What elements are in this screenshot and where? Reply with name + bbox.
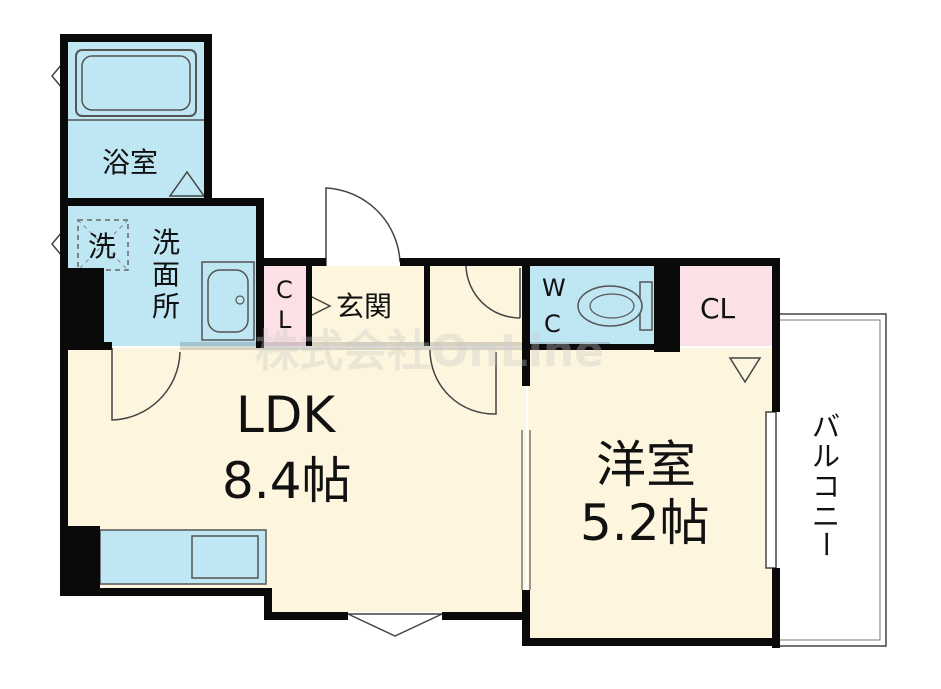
ldk-size: 8.4帖 xyxy=(222,452,352,510)
kitchen-sink xyxy=(191,535,259,579)
entrance-label: 玄関 xyxy=(336,290,392,323)
closet-door xyxy=(728,357,762,384)
wc-label-2: C xyxy=(544,310,561,338)
entrance-door xyxy=(325,187,401,266)
balcony-label-3: コ xyxy=(812,470,840,503)
window-ldk-bottom xyxy=(347,613,443,637)
balcony-outline xyxy=(780,313,887,647)
ldk-floor-lower xyxy=(266,588,526,612)
walls xyxy=(60,34,780,648)
bedroom-size: 5.2帖 xyxy=(580,494,710,552)
vanity-basin xyxy=(207,269,249,333)
bath-door xyxy=(168,170,206,197)
washer-pan-diag2 xyxy=(77,219,129,271)
bedroom-floor xyxy=(528,348,772,638)
balcony-label-2: ル xyxy=(812,440,840,473)
washroom-door xyxy=(111,348,181,421)
sliding-door xyxy=(521,430,531,590)
toilet-bowl xyxy=(577,285,643,327)
balcony-label-4: ニ xyxy=(812,500,840,533)
bathtub-inner xyxy=(81,55,191,111)
vanity-drain xyxy=(235,295,245,305)
ldk-name: LDK xyxy=(236,386,336,444)
wc-label-1: W xyxy=(542,274,566,302)
hall-door xyxy=(465,265,521,319)
watermark: 株式会社OnLine xyxy=(255,326,604,377)
small-closet-floor xyxy=(264,266,308,346)
kitchen-counter xyxy=(99,529,267,585)
balcony-label-1: バ xyxy=(812,410,840,443)
washroom-label-3: 所 xyxy=(152,290,180,323)
washroom-label-1: 洗 xyxy=(152,226,180,259)
ldk-door xyxy=(429,349,497,415)
small-closet-door xyxy=(309,295,332,317)
small-closet-label-2: L xyxy=(278,306,292,334)
balcony-label-5: ー xyxy=(809,530,842,558)
toilet-bowl-inner xyxy=(589,293,635,319)
window-bedroom xyxy=(765,411,777,569)
vanity xyxy=(201,261,255,341)
bathtub xyxy=(75,49,197,117)
small-closet-label-1: C xyxy=(276,276,293,304)
balcony-rail xyxy=(780,319,881,641)
hall-floor xyxy=(430,266,526,346)
washer-pan xyxy=(77,219,129,271)
washroom-label-2: 面 xyxy=(152,258,180,291)
closet-floor xyxy=(680,266,772,346)
washer-label: 洗 xyxy=(88,230,116,263)
bedroom-name: 洋室 xyxy=(596,436,696,494)
closet-label: CL xyxy=(700,292,736,325)
bath-label: 浴室 xyxy=(102,146,158,179)
